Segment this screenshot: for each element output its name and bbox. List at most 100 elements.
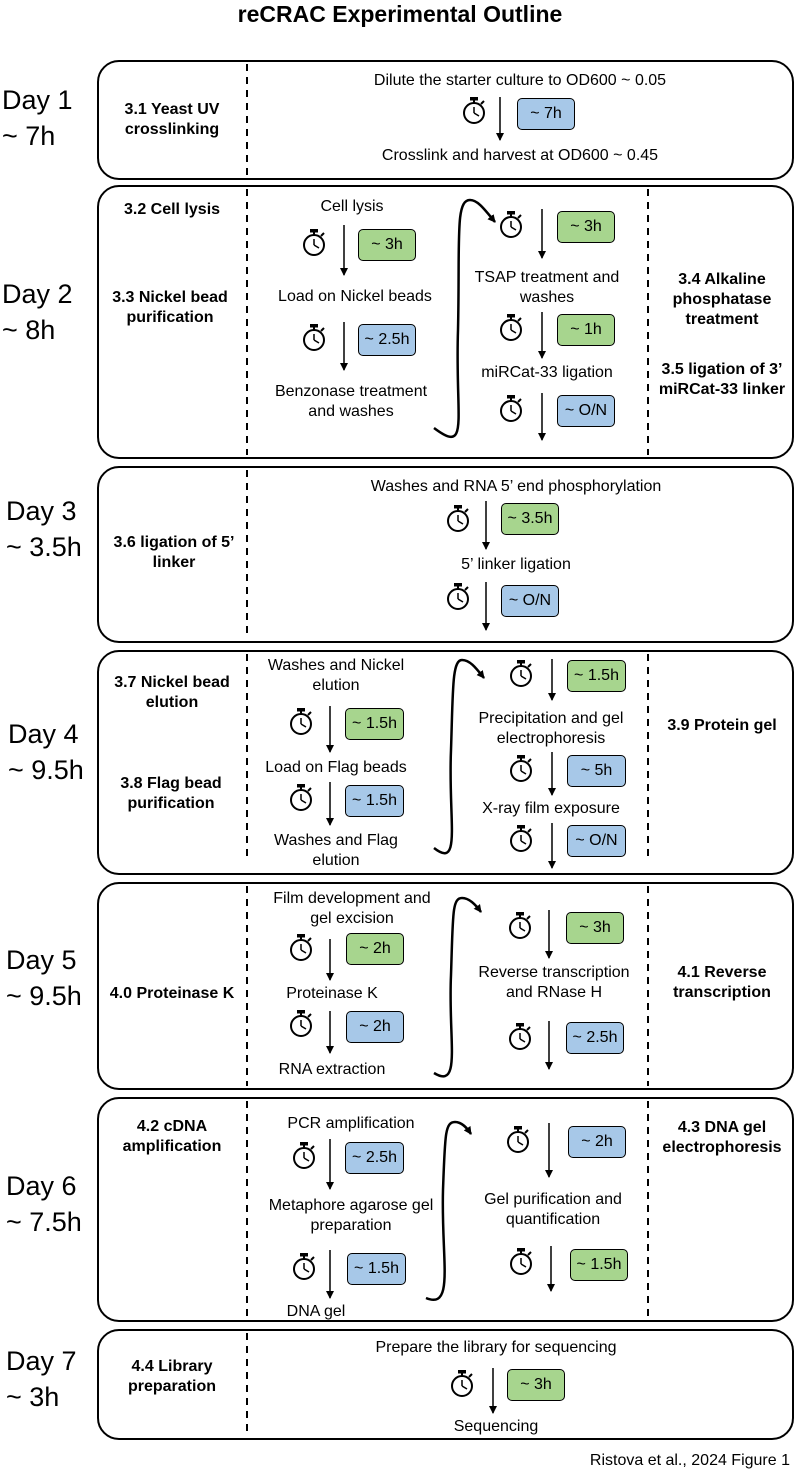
panel-day-7 <box>97 1329 794 1440</box>
section-label: 4.3 DNA gel electrophoresis <box>662 1119 782 1156</box>
step-text: Load on Nickel beads <box>278 288 432 305</box>
section-label: 4.2 cDNA amplification <box>122 1118 222 1155</box>
step-text: Precipitation and gel electrophoresis <box>478 710 624 747</box>
duration-box: ~ 3h <box>557 211 615 243</box>
figure-title: reCRAC Experimental Outline <box>237 1 563 27</box>
section-label: 3.7 Nickel bead elution <box>114 674 230 711</box>
day-label: Day 5~ 9.5h <box>6 945 82 1011</box>
duration-box: ~ 2.5h <box>358 324 416 356</box>
curved-arrow <box>425 1120 473 1301</box>
stopwatch-icon <box>290 708 312 735</box>
duration-box: ~ O/N <box>567 825 626 857</box>
section-label: 4.0 Proteinase K <box>109 985 235 1002</box>
step-text: Metaphore agarose gel preparation <box>268 1197 434 1234</box>
duration-box: ~ 1.5h <box>570 1249 628 1281</box>
duration-box: ~ 2h <box>346 1011 404 1043</box>
duration-box: ~ 3.5h <box>501 503 559 535</box>
step-text: Cell lysis <box>320 198 384 215</box>
stopwatch-icon <box>290 934 312 961</box>
stopwatch-icon <box>500 395 522 422</box>
stopwatch-icon <box>447 505 469 532</box>
stopwatch-icon <box>510 755 532 782</box>
duration-box: ~ O/N <box>557 395 615 427</box>
step-text: RNA extraction <box>278 1061 386 1078</box>
duration-box: ~ 2.5h <box>345 1142 404 1174</box>
section-label: 4.1 Reverse transcription <box>673 964 771 1001</box>
curved-arrow <box>433 658 485 855</box>
section-label: 3.5 ligation of 3’ miRCat-33 linker <box>658 361 786 398</box>
stopwatch-icon <box>500 211 522 238</box>
duration-box: ~ 2h <box>346 933 404 965</box>
stopwatch-icon <box>447 583 469 610</box>
section-label: 4.4 Library preparation <box>127 1358 216 1395</box>
panel-day-5 <box>97 882 794 1090</box>
day-label: Day 2~ 8h <box>2 279 73 345</box>
panel-day-3 <box>97 466 794 643</box>
step-text: Film development and gel excision <box>273 890 431 927</box>
step-text: Washes and Flag elution <box>274 832 398 869</box>
day-label: Day 7~ 3h <box>6 1346 77 1412</box>
stopwatch-icon <box>510 1248 532 1275</box>
stopwatch-icon <box>500 314 522 341</box>
step-text: Benzonase treatment and washes <box>274 383 428 420</box>
stopwatch-icon <box>290 784 312 811</box>
day-label: Day 6~ 7.5h <box>6 1171 82 1237</box>
duration-box: ~ 1.5h <box>345 708 404 740</box>
section-label: 3.1 Yeast UV crosslinking <box>124 101 220 138</box>
duration-box: ~ O/N <box>501 585 559 617</box>
step-text: Prepare the library for sequencing <box>375 1339 617 1356</box>
duration-box: ~ 5h <box>567 755 626 787</box>
step-text: DNA gel <box>286 1303 346 1320</box>
step-text: Reverse transcription and RNase H <box>478 964 630 1001</box>
curved-arrow <box>433 198 496 439</box>
stopwatch-icon <box>510 660 532 687</box>
day-label: Day 1~ 7h <box>2 85 73 151</box>
step-text: miRCat-33 ligation <box>481 364 613 381</box>
duration-box: ~ 7h <box>517 98 575 130</box>
duration-box: ~ 2h <box>568 1126 626 1158</box>
step-text: Proteinase K <box>286 985 378 1002</box>
panel-day-4 <box>97 650 794 875</box>
step-text: Crosslink and harvest at OD600 ~ 0.45 <box>381 147 659 164</box>
duration-box: ~ 2.5h <box>566 1022 624 1054</box>
step-text: PCR amplification <box>287 1115 415 1132</box>
stopwatch-icon <box>463 97 485 124</box>
step-text: Dilute the starter culture to OD600 ~ 0.… <box>373 72 667 89</box>
duration-box: ~ 1.5h <box>347 1253 406 1285</box>
section-label: 3.8 Flag bead purification <box>120 775 222 812</box>
panel-day-2 <box>97 185 794 459</box>
section-label: 3.6 ligation of 5’ linker <box>113 534 235 571</box>
stopwatch-icon <box>510 825 532 852</box>
stopwatch-icon <box>290 1010 312 1037</box>
section-label: 3.9 Protein gel <box>667 717 777 734</box>
duration-box: ~ 1.5h <box>567 660 626 692</box>
stopwatch-icon <box>303 324 325 351</box>
duration-box: ~ 3h <box>566 912 624 944</box>
section-label: 3.2 Cell lysis <box>123 201 221 218</box>
step-text: Washes and Nickel elution <box>267 657 405 694</box>
step-text: X-ray film exposure <box>482 800 620 817</box>
curved-arrow <box>433 896 482 1078</box>
step-text: Load on Flag beads <box>265 759 407 776</box>
stopwatch-icon <box>509 1023 531 1050</box>
section-label: 3.3 Nickel bead purification <box>112 289 228 326</box>
step-text: Sequencing <box>453 1418 539 1435</box>
step-text: TSAP treatment and washes <box>474 269 620 306</box>
duration-box: ~ 3h <box>507 1369 565 1401</box>
step-text: 5’ linker ligation <box>461 556 571 573</box>
duration-box: ~ 1.5h <box>345 785 404 817</box>
duration-box: ~ 1h <box>557 314 615 346</box>
stopwatch-icon <box>451 1370 473 1397</box>
stopwatch-icon <box>293 1142 315 1169</box>
panel-day-1 <box>97 60 794 180</box>
duration-box: ~ 3h <box>358 229 416 261</box>
day-label: Day 4~ 9.5h <box>8 719 84 785</box>
day-label: Day 3~ 3.5h <box>6 496 82 562</box>
figure-credit: Ristova et al., 2024 Figure 1 <box>589 1452 790 1469</box>
stopwatch-icon <box>509 912 531 939</box>
step-text: Gel purification and quantification <box>484 1191 622 1228</box>
stopwatch-icon <box>293 1253 315 1280</box>
stopwatch-icon <box>507 1126 529 1153</box>
step-text: Washes and RNA 5’ end phosphorylation <box>370 478 662 495</box>
